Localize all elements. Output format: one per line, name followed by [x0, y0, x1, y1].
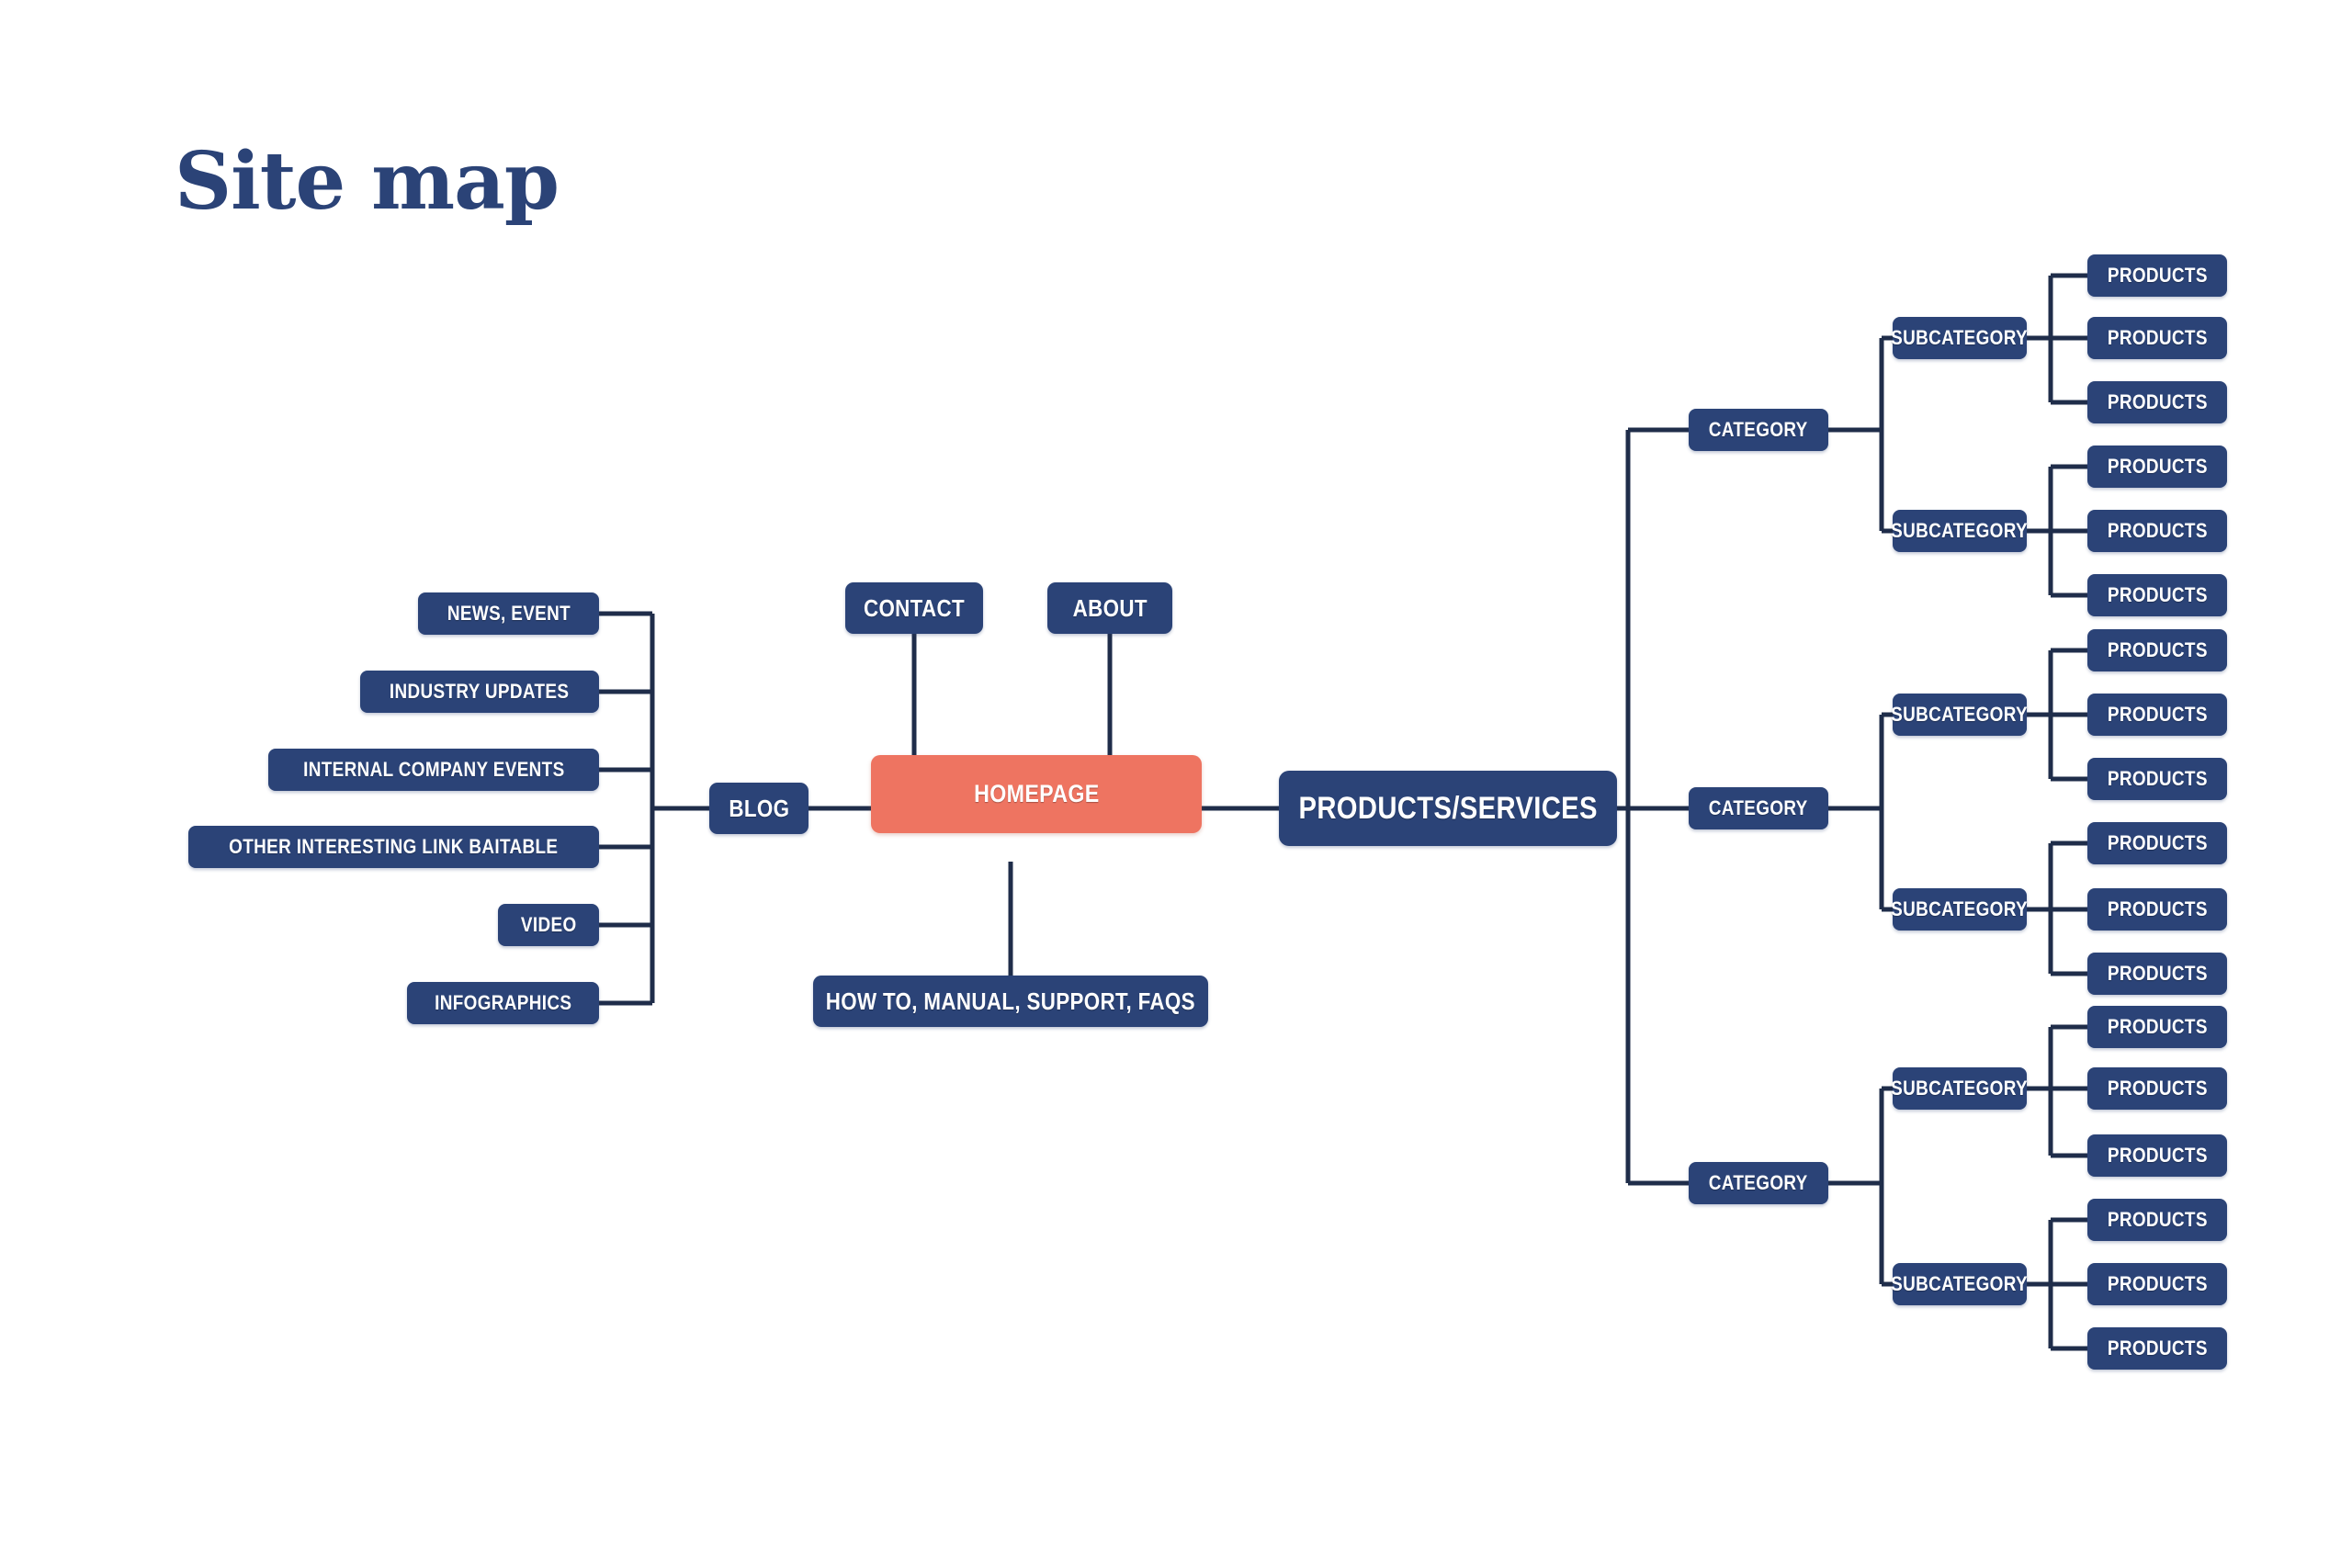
node-about-label: ABOUT	[1072, 593, 1148, 622]
node-product-label: PRODUCTS	[2107, 519, 2208, 542]
node-product-label: PRODUCTS	[2107, 638, 2208, 661]
node-product-1-2-1[interactable]: PRODUCTS	[2087, 446, 2227, 488]
node-subcategory-2-1[interactable]: SUBCATEGORY	[1891, 694, 2029, 736]
node-blog-industry-updates[interactable]: INDUSTRY UPDATES	[360, 671, 599, 713]
node-blog[interactable]: BLOG	[709, 783, 808, 834]
node-subcategory-1-1[interactable]: SUBCATEGORY	[1891, 317, 2029, 359]
node-product-label: PRODUCTS	[2107, 264, 2208, 287]
node-product-label: PRODUCTS	[2107, 767, 2208, 790]
node-product-3-2-3[interactable]: PRODUCTS	[2087, 1327, 2227, 1370]
node-blog-video[interactable]: VIDEO	[498, 904, 599, 946]
node-blog-other-interesting-link-baitable[interactable]: OTHER INTERESTING LINK BAITABLE	[188, 826, 599, 868]
node-subcategory-1-2-label: SUBCATEGORY	[1891, 519, 2029, 542]
node-product-label: PRODUCTS	[2107, 1144, 2208, 1167]
node-product-label: PRODUCTS	[2107, 1337, 2208, 1359]
node-blog-internal-company-events[interactable]: INTERNAL COMPANY EVENTS	[268, 749, 599, 791]
node-product-3-2-2[interactable]: PRODUCTS	[2087, 1263, 2227, 1305]
node-product-1-1-1[interactable]: PRODUCTS	[2087, 254, 2227, 297]
node-product-3-1-1[interactable]: PRODUCTS	[2087, 1006, 2227, 1048]
node-product-2-2-3[interactable]: PRODUCTS	[2087, 953, 2227, 995]
node-blog-internal-company-events-label: INTERNAL COMPANY EVENTS	[302, 758, 565, 781]
node-subcategory-1-2[interactable]: SUBCATEGORY	[1891, 510, 2029, 552]
node-contact-label: CONTACT	[863, 593, 966, 622]
node-blog-video-label: VIDEO	[520, 913, 577, 936]
node-product-1-1-2[interactable]: PRODUCTS	[2087, 317, 2227, 359]
node-product-label: PRODUCTS	[2107, 962, 2208, 985]
node-product-label: PRODUCTS	[2107, 1015, 2208, 1038]
node-product-3-1-3[interactable]: PRODUCTS	[2087, 1134, 2227, 1177]
node-blog-news-event-label: NEWS, EVENT	[447, 602, 571, 625]
node-product-2-1-2[interactable]: PRODUCTS	[2087, 694, 2227, 736]
node-about[interactable]: ABOUT	[1047, 582, 1172, 634]
page-title: Site map	[175, 135, 560, 228]
node-subcategory-3-2-label: SUBCATEGORY	[1891, 1272, 2029, 1295]
node-subcategory-2-2[interactable]: SUBCATEGORY	[1891, 888, 2029, 931]
node-products-services-label: PRODUCTS/SERVICES	[1298, 790, 1598, 826]
node-product-label: PRODUCTS	[2107, 326, 2208, 349]
node-subcategory-1-1-label: SUBCATEGORY	[1891, 326, 2029, 349]
node-product-label: PRODUCTS	[2107, 455, 2208, 478]
node-product-1-1-3[interactable]: PRODUCTS	[2087, 381, 2227, 423]
node-product-3-1-2[interactable]: PRODUCTS	[2087, 1067, 2227, 1110]
node-product-2-2-1[interactable]: PRODUCTS	[2087, 822, 2227, 864]
node-blog-label: BLOG	[729, 794, 789, 822]
node-contact[interactable]: CONTACT	[845, 582, 983, 634]
node-product-label: PRODUCTS	[2107, 1272, 2208, 1295]
node-category-1-label: CATEGORY	[1709, 418, 1808, 441]
node-homepage-label: HOMEPAGE	[973, 780, 1100, 807]
node-howto-manual-support-faqs[interactable]: HOW TO, MANUAL, SUPPORT, FAQS	[813, 976, 1208, 1027]
node-blog-other-link-baitable-label: OTHER INTERESTING LINK BAITABLE	[229, 835, 559, 858]
node-subcategory-3-1-label: SUBCATEGORY	[1891, 1077, 2029, 1100]
node-category-1[interactable]: CATEGORY	[1689, 409, 1828, 451]
node-blog-infographics[interactable]: INFOGRAPHICS	[407, 982, 599, 1024]
node-subcategory-2-1-label: SUBCATEGORY	[1891, 703, 2029, 726]
node-product-3-2-1[interactable]: PRODUCTS	[2087, 1199, 2227, 1241]
node-products-services[interactable]: PRODUCTS/SERVICES	[1279, 771, 1617, 846]
node-product-1-2-3[interactable]: PRODUCTS	[2087, 574, 2227, 616]
node-subcategory-2-2-label: SUBCATEGORY	[1891, 897, 2029, 920]
node-product-label: PRODUCTS	[2107, 831, 2208, 854]
node-category-2-label: CATEGORY	[1709, 796, 1808, 819]
node-product-label: PRODUCTS	[2107, 390, 2208, 413]
node-product-label: PRODUCTS	[2107, 1208, 2208, 1231]
node-subcategory-3-1[interactable]: SUBCATEGORY	[1891, 1067, 2029, 1110]
node-blog-news-event[interactable]: NEWS, EVENT	[418, 592, 599, 635]
node-blog-industry-updates-label: INDUSTRY UPDATES	[390, 680, 570, 703]
node-category-3-label: CATEGORY	[1709, 1171, 1808, 1194]
node-product-label: PRODUCTS	[2107, 1077, 2208, 1100]
node-category-2[interactable]: CATEGORY	[1689, 787, 1828, 829]
node-product-1-2-2[interactable]: PRODUCTS	[2087, 510, 2227, 552]
node-product-2-2-2[interactable]: PRODUCTS	[2087, 888, 2227, 931]
node-category-3[interactable]: CATEGORY	[1689, 1162, 1828, 1204]
node-homepage[interactable]: HOMEPAGE	[871, 755, 1202, 833]
node-subcategory-3-2[interactable]: SUBCATEGORY	[1891, 1263, 2029, 1305]
node-product-2-1-3[interactable]: PRODUCTS	[2087, 758, 2227, 800]
node-product-2-1-1[interactable]: PRODUCTS	[2087, 629, 2227, 671]
node-product-label: PRODUCTS	[2107, 897, 2208, 920]
node-product-label: PRODUCTS	[2107, 703, 2208, 726]
node-howto-label: HOW TO, MANUAL, SUPPORT, FAQS	[825, 987, 1196, 1015]
node-product-label: PRODUCTS	[2107, 583, 2208, 606]
node-blog-infographics-label: INFOGRAPHICS	[434, 991, 572, 1014]
